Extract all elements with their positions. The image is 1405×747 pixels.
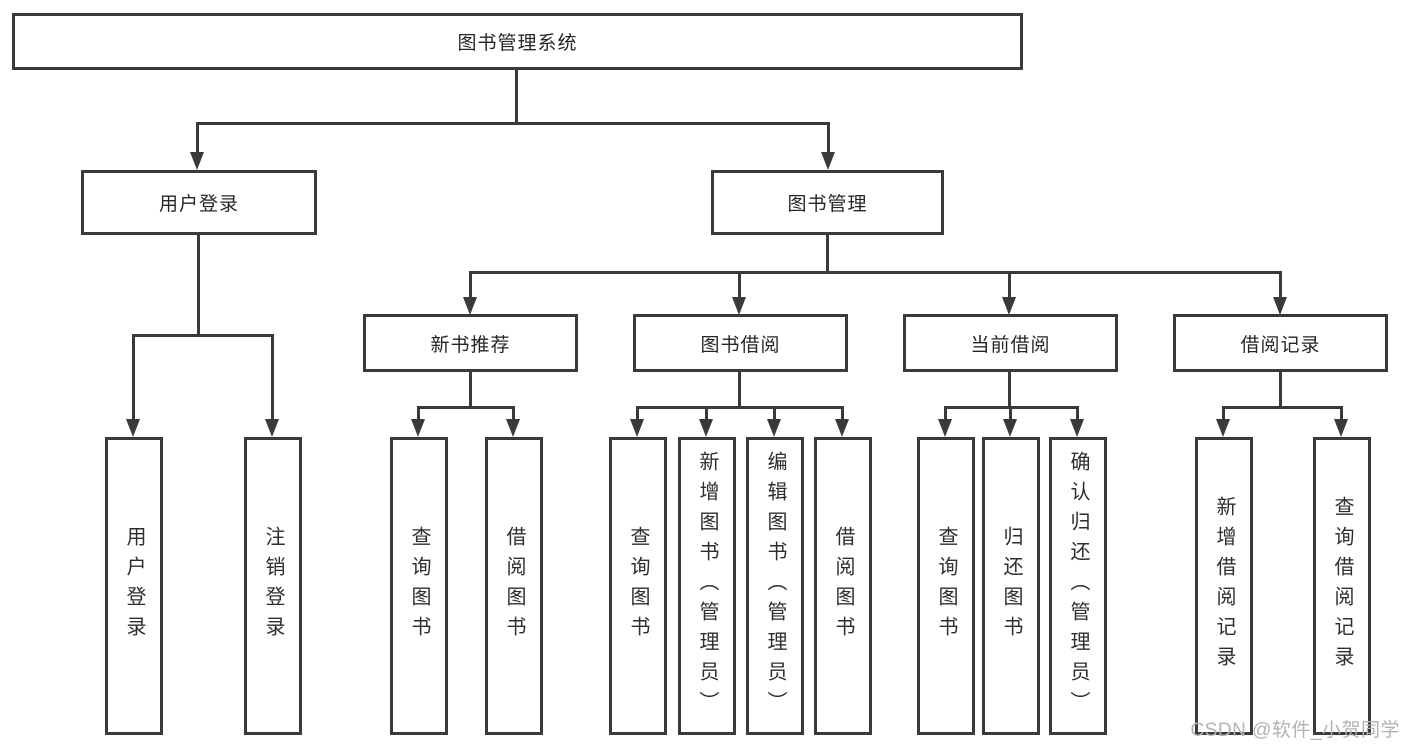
node-borrowing-records-label: 借阅记录 xyxy=(1240,334,1321,356)
node-library-system: 图书管理系统 xyxy=(12,13,1023,70)
connector-line xyxy=(826,235,829,274)
leaf-add-borrow-record-label: 新增借阅记录 xyxy=(1213,496,1235,676)
node-book-borrowing-label: 图书借阅 xyxy=(700,334,781,356)
arrowhead-down-icon xyxy=(938,419,952,437)
connector-line xyxy=(469,271,1282,274)
connector-line xyxy=(469,372,472,408)
arrowhead-down-icon xyxy=(630,419,644,437)
leaf-logout: 注销登录 xyxy=(244,437,302,735)
connector-line xyxy=(705,406,708,421)
arrowhead-down-icon xyxy=(126,419,140,437)
leaf-query-books-current: 查询图书 xyxy=(917,437,975,735)
connector-line xyxy=(417,406,515,409)
node-book-borrowing: 图书借阅 xyxy=(633,314,848,372)
connector-line xyxy=(1222,406,1225,421)
node-book-management: 图书管理 xyxy=(711,170,944,235)
connector-line xyxy=(1279,271,1282,299)
connector-line xyxy=(132,334,274,337)
arrowhead-down-icon xyxy=(1216,419,1230,437)
connector-line xyxy=(1009,406,1012,421)
arrowhead-down-icon xyxy=(821,152,835,170)
leaf-edit-book-admin-label: 编辑图书（管理员） xyxy=(764,451,786,721)
node-library-system-label: 图书管理系统 xyxy=(457,33,578,54)
connector-line xyxy=(1008,271,1011,299)
connector-line xyxy=(773,406,776,421)
leaf-confirm-return-admin-label: 确认归还（管理员） xyxy=(1067,451,1089,721)
connector-line xyxy=(196,122,199,153)
connector-line xyxy=(1222,406,1343,409)
connector-line xyxy=(636,406,844,409)
leaf-borrow-books-recommend-label: 借阅图书 xyxy=(503,526,525,646)
node-user-login-group: 用户登录 xyxy=(81,170,317,235)
node-book-management-label: 图书管理 xyxy=(787,194,868,215)
connector-line xyxy=(636,406,639,421)
connector-line xyxy=(1008,372,1011,408)
node-new-book-recommend: 新书推荐 xyxy=(363,314,578,372)
leaf-logout-label: 注销登录 xyxy=(262,526,284,646)
connector-line xyxy=(1340,406,1343,421)
connector-line xyxy=(469,271,472,299)
connector-line xyxy=(515,70,518,123)
leaf-user-login: 用户登录 xyxy=(105,437,163,735)
arrowhead-down-icon xyxy=(767,419,781,437)
leaf-edit-book-admin: 编辑图书（管理员） xyxy=(746,437,804,735)
leaf-add-book-admin-label: 新增图书（管理员） xyxy=(696,451,718,721)
leaf-return-book-label: 归还图书 xyxy=(1000,526,1022,646)
leaf-user-login-label: 用户登录 xyxy=(123,526,145,646)
leaf-query-books-borrowing-label: 查询图书 xyxy=(627,526,649,646)
arrowhead-down-icon xyxy=(732,297,746,315)
connector-line xyxy=(417,406,420,421)
csdn-watermark: CSDN @软件_小贺同学 xyxy=(1190,720,1400,741)
arrowhead-down-icon xyxy=(835,419,849,437)
arrowhead-down-icon xyxy=(699,419,713,437)
connector-line xyxy=(512,406,515,421)
connector-line xyxy=(827,122,830,153)
node-current-borrowing-label: 当前借阅 xyxy=(970,334,1051,356)
connector-line xyxy=(196,122,830,125)
connector-line xyxy=(197,235,200,335)
arrowhead-down-icon xyxy=(411,419,425,437)
leaf-query-borrow-record-label: 查询借阅记录 xyxy=(1331,496,1353,676)
connector-line xyxy=(738,372,741,408)
connector-line xyxy=(841,406,844,421)
leaf-query-books-current-label: 查询图书 xyxy=(935,526,957,646)
connector-line xyxy=(132,334,135,420)
leaf-query-books-borrowing: 查询图书 xyxy=(609,437,667,735)
arrowhead-down-icon xyxy=(1003,419,1017,437)
leaf-add-book-admin: 新增图书（管理员） xyxy=(678,437,736,735)
node-new-book-recommend-label: 新书推荐 xyxy=(430,334,511,356)
arrowhead-down-icon xyxy=(1334,419,1348,437)
leaf-add-borrow-record: 新增借阅记录 xyxy=(1195,437,1253,735)
connector-line xyxy=(738,271,741,299)
connector-line xyxy=(271,334,274,420)
leaf-return-book: 归还图书 xyxy=(982,437,1040,735)
leaf-borrow-books-borrowing-label: 借阅图书 xyxy=(832,526,854,646)
connector-line xyxy=(1076,406,1079,421)
connector-line xyxy=(1279,372,1282,408)
connector-line xyxy=(944,406,947,421)
leaf-borrow-books-borrowing: 借阅图书 xyxy=(814,437,872,735)
node-borrowing-records: 借阅记录 xyxy=(1173,314,1388,372)
leaf-query-books-recommend: 查询图书 xyxy=(390,437,448,735)
node-user-login-group-label: 用户登录 xyxy=(158,194,239,215)
arrowhead-down-icon xyxy=(190,152,204,170)
leaf-query-books-recommend-label: 查询图书 xyxy=(408,526,430,646)
arrowhead-down-icon xyxy=(506,419,520,437)
node-current-borrowing: 当前借阅 xyxy=(903,314,1118,372)
leaf-borrow-books-recommend: 借阅图书 xyxy=(485,437,543,735)
arrowhead-down-icon xyxy=(1002,297,1016,315)
arrowhead-down-icon xyxy=(265,419,279,437)
arrowhead-down-icon xyxy=(1070,419,1084,437)
leaf-confirm-return-admin: 确认归还（管理员） xyxy=(1049,437,1107,735)
arrowhead-down-icon xyxy=(463,297,477,315)
arrowhead-down-icon xyxy=(1273,297,1287,315)
leaf-query-borrow-record: 查询借阅记录 xyxy=(1313,437,1371,735)
